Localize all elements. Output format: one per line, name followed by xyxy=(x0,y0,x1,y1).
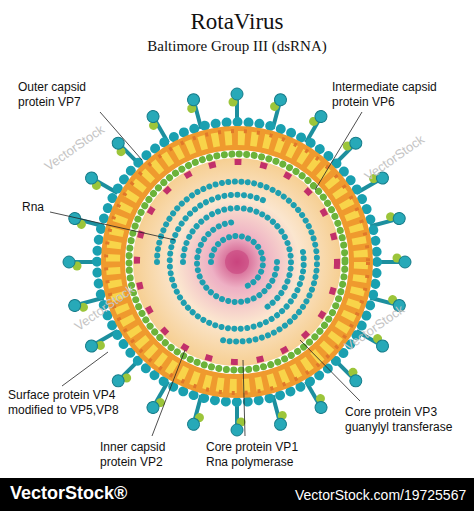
part-label: Outer capsid protein VP7 xyxy=(18,80,126,110)
part-label: Inner capsid protein VP2 xyxy=(100,440,200,470)
part-label: Intermediate capsid protein VP6 xyxy=(332,80,462,110)
footer-id: VectorStock.com/19725567 xyxy=(295,488,466,503)
virus-particle xyxy=(63,88,411,436)
watermark: VectorStock xyxy=(362,132,428,185)
watermark: VectorStock xyxy=(42,122,108,175)
leader-lines xyxy=(50,112,362,436)
footer-bar xyxy=(0,478,474,511)
diagram-title: RotaVirus xyxy=(0,8,474,36)
subtitle: Baltimore Group III (dsRNA) xyxy=(0,37,474,55)
part-label: Rna xyxy=(22,200,62,215)
footer-brand: VectorStock® xyxy=(10,484,127,504)
part-label: Surface protein VP4 modified to VP5,VP8 xyxy=(8,388,124,418)
part-label: Core protein VP1 Rna polymerase xyxy=(206,440,316,470)
part-label: Core protein VP3 guanylyl transferase xyxy=(345,405,470,435)
